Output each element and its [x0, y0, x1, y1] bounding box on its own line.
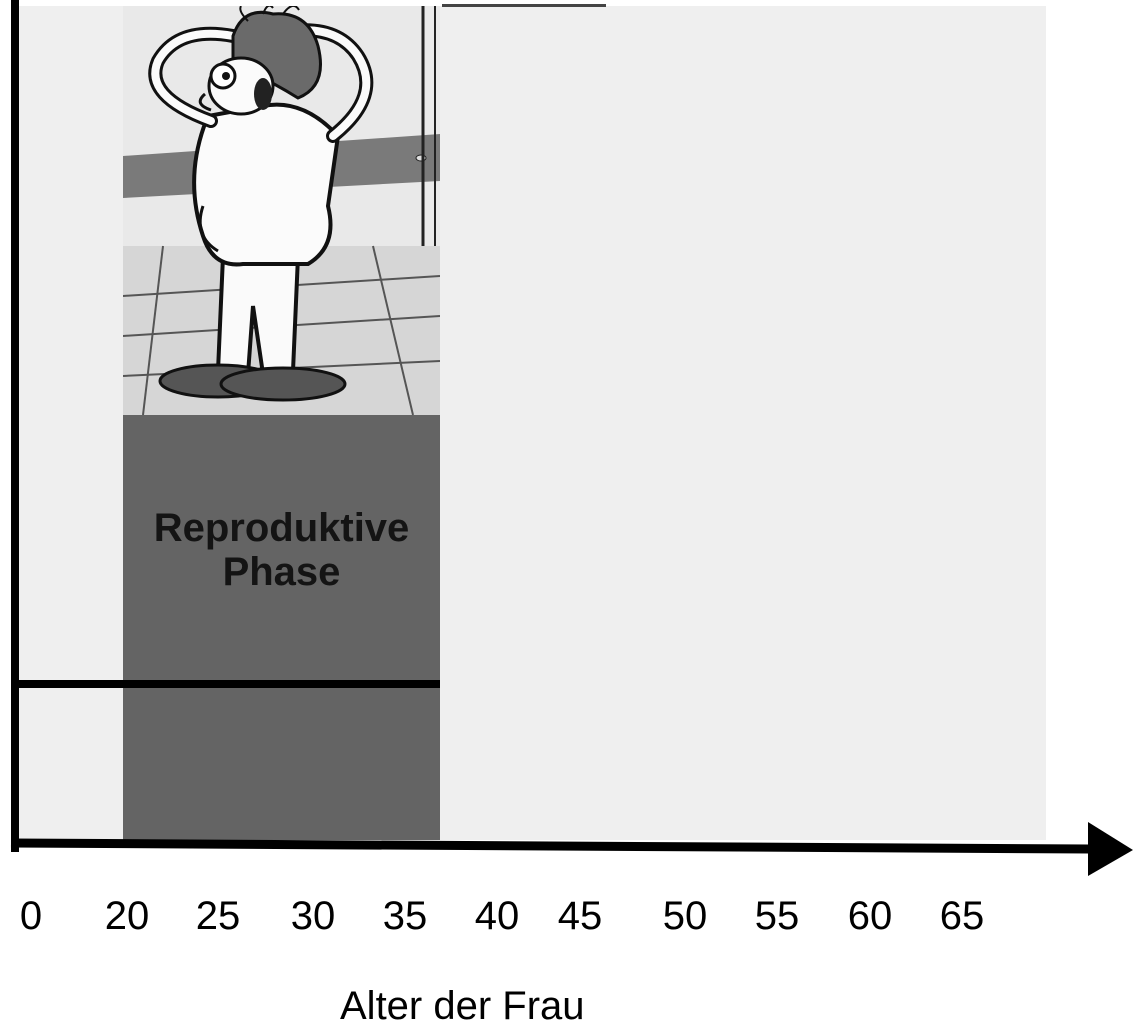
top-edge-strip	[442, 4, 606, 7]
x-axis-title: Alter der Frau	[340, 984, 585, 1028]
tick-label: 50	[662, 894, 708, 938]
x-axis-arrow	[10, 822, 1133, 876]
tick-label: 0	[19, 894, 43, 938]
reproductive-phase-label: Reproduktive Phase	[123, 506, 440, 594]
stressed-woman-icon	[123, 6, 440, 415]
tick-label: 45	[557, 894, 603, 938]
tick-label: 65	[939, 894, 985, 938]
y-axis-line	[11, 0, 19, 852]
reproductive-phase-bar	[123, 415, 440, 840]
tick-label: 35	[382, 894, 428, 938]
horizontal-level-line	[18, 680, 440, 688]
tick-label: 25	[195, 894, 241, 938]
tick-label: 40	[474, 894, 520, 938]
phase-label-line2: Phase	[222, 550, 341, 594]
tick-label: 30	[290, 894, 336, 938]
tick-label: 20	[104, 894, 150, 938]
phase-label-line1: Reproduktive	[153, 506, 410, 550]
tick-label: 60	[847, 894, 893, 938]
tick-label: 55	[754, 894, 800, 938]
